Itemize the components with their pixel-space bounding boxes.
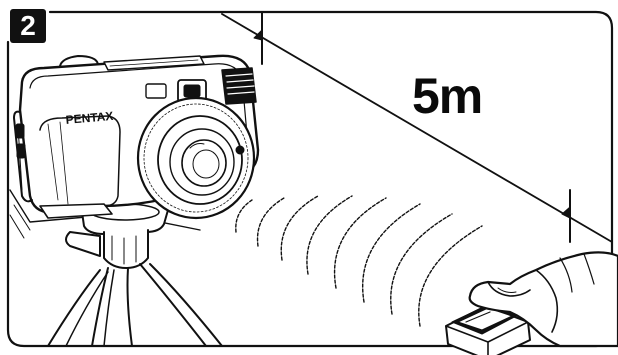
tripod-icon [48,198,222,346]
distance-label: 5m [412,68,482,124]
signal-waves-icon [236,196,482,326]
camera-icon: PENTAX [14,56,258,218]
step-number-badge: 2 [10,9,46,43]
distance-dimension-line [222,12,612,242]
